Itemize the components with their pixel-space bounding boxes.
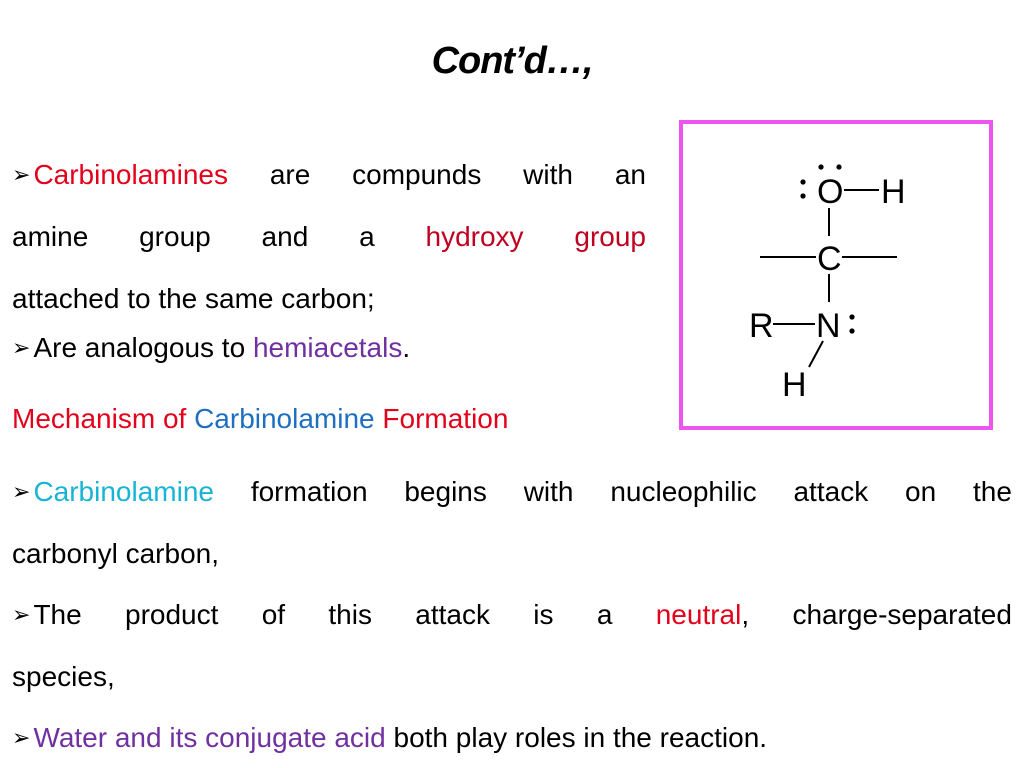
subheading-part-2: Carbinolamine bbox=[194, 403, 375, 434]
mechanism-line-5-rest: both play roles in the reaction. bbox=[385, 722, 768, 753]
word: attack bbox=[793, 476, 869, 507]
carbinolamine-structure-diagram: O H C R N H bbox=[749, 164, 906, 404]
mechanism-line-1-start: ➢Carbinolamine bbox=[12, 475, 214, 511]
word: compunds bbox=[352, 159, 482, 190]
comma: , bbox=[741, 599, 750, 630]
atom-carbon: C bbox=[817, 240, 842, 278]
word: formation bbox=[250, 476, 368, 507]
term-neutral-group: neutral, bbox=[656, 598, 749, 632]
subheading-part-3: Formation bbox=[374, 403, 509, 434]
term-group: group bbox=[574, 221, 646, 252]
word: of bbox=[261, 599, 286, 630]
word: group bbox=[139, 221, 211, 252]
mechanism-line-2: carbonyl carbon, bbox=[12, 538, 220, 569]
term-neutral: neutral bbox=[655, 599, 742, 630]
lone-pair-dot bbox=[800, 193, 806, 199]
word: product bbox=[125, 599, 219, 630]
subheading-part-1: Mechanism of bbox=[12, 403, 195, 434]
term-water-conjugate-acid: Water and its conjugate acid bbox=[33, 722, 386, 753]
word: are bbox=[269, 159, 311, 190]
bullet-arrow-icon: ➢ bbox=[12, 162, 31, 187]
word: charge-separated bbox=[792, 599, 1012, 630]
bond-n-h bbox=[808, 340, 824, 368]
bullet-arrow-icon: ➢ bbox=[12, 725, 31, 750]
word: nucleophilic bbox=[610, 476, 757, 507]
word: and bbox=[261, 221, 309, 252]
word: with bbox=[523, 159, 573, 190]
intro-line-4-suffix: . bbox=[402, 332, 411, 363]
bullet-arrow-icon: ➢ bbox=[12, 602, 31, 627]
intro-line-1: ➢Carbinolamines are compunds with an bbox=[12, 158, 646, 194]
word: with bbox=[523, 476, 574, 507]
word: a bbox=[596, 599, 613, 630]
word: amine bbox=[12, 221, 89, 252]
intro-line-2: amine group and a hydroxy group bbox=[12, 220, 646, 254]
slide-title: Cont’d…, bbox=[431, 40, 594, 82]
mechanism-line-4: species, bbox=[12, 661, 115, 692]
word: an bbox=[614, 159, 646, 190]
term-hydroxy: hydroxy bbox=[425, 221, 524, 252]
intro-line-3: attached to the same carbon; bbox=[12, 283, 375, 314]
term-hemiacetals: hemiacetals bbox=[252, 332, 403, 363]
word: begins bbox=[404, 476, 487, 507]
bullet-arrow-icon: ➢ bbox=[12, 335, 31, 360]
atom-oxygen: O bbox=[817, 173, 843, 211]
mechanism-line-5: ➢Water and its conjugate acid both play … bbox=[12, 721, 767, 757]
word: this bbox=[328, 599, 372, 630]
word: The bbox=[33, 599, 82, 630]
intro-line-4: ➢Are analogous to hemiacetals. bbox=[12, 331, 410, 367]
lone-pair-dot bbox=[800, 179, 806, 185]
word: the bbox=[973, 476, 1012, 507]
lone-pair-dot bbox=[849, 314, 855, 320]
lone-pair-dot bbox=[849, 328, 855, 334]
mechanism-line-3-start: ➢The bbox=[12, 598, 82, 634]
bullet-arrow-icon: ➢ bbox=[12, 479, 31, 504]
section-subheading: Mechanism of Carbinolamine Formation bbox=[12, 402, 508, 436]
word: a bbox=[359, 221, 375, 252]
mechanism-line-3: ➢The product of this attack is a neutral… bbox=[12, 598, 1012, 634]
mechanism-line-1: ➢Carbinolamine formation begins with nuc… bbox=[12, 475, 1012, 511]
term-carbinolamine: Carbinolamine bbox=[33, 476, 214, 507]
word: is bbox=[533, 599, 554, 630]
word: on bbox=[905, 476, 937, 507]
word: attack bbox=[415, 599, 490, 630]
lone-pair-dot bbox=[818, 164, 824, 170]
atom-hydrogen-top: H bbox=[881, 173, 906, 211]
intro-line-1-start: ➢Carbinolamines bbox=[12, 158, 228, 194]
atom-r-group: R bbox=[749, 307, 774, 345]
intro-line-4-prefix: Are analogous to bbox=[33, 332, 253, 363]
term-carbinolamines: Carbinolamines bbox=[33, 159, 228, 190]
lone-pair-dot bbox=[836, 164, 842, 170]
atom-nitrogen: N bbox=[816, 307, 841, 345]
carbinolamine-structure-figure: O H C R N H bbox=[679, 120, 993, 430]
atom-hydrogen-bottom: H bbox=[782, 366, 807, 404]
